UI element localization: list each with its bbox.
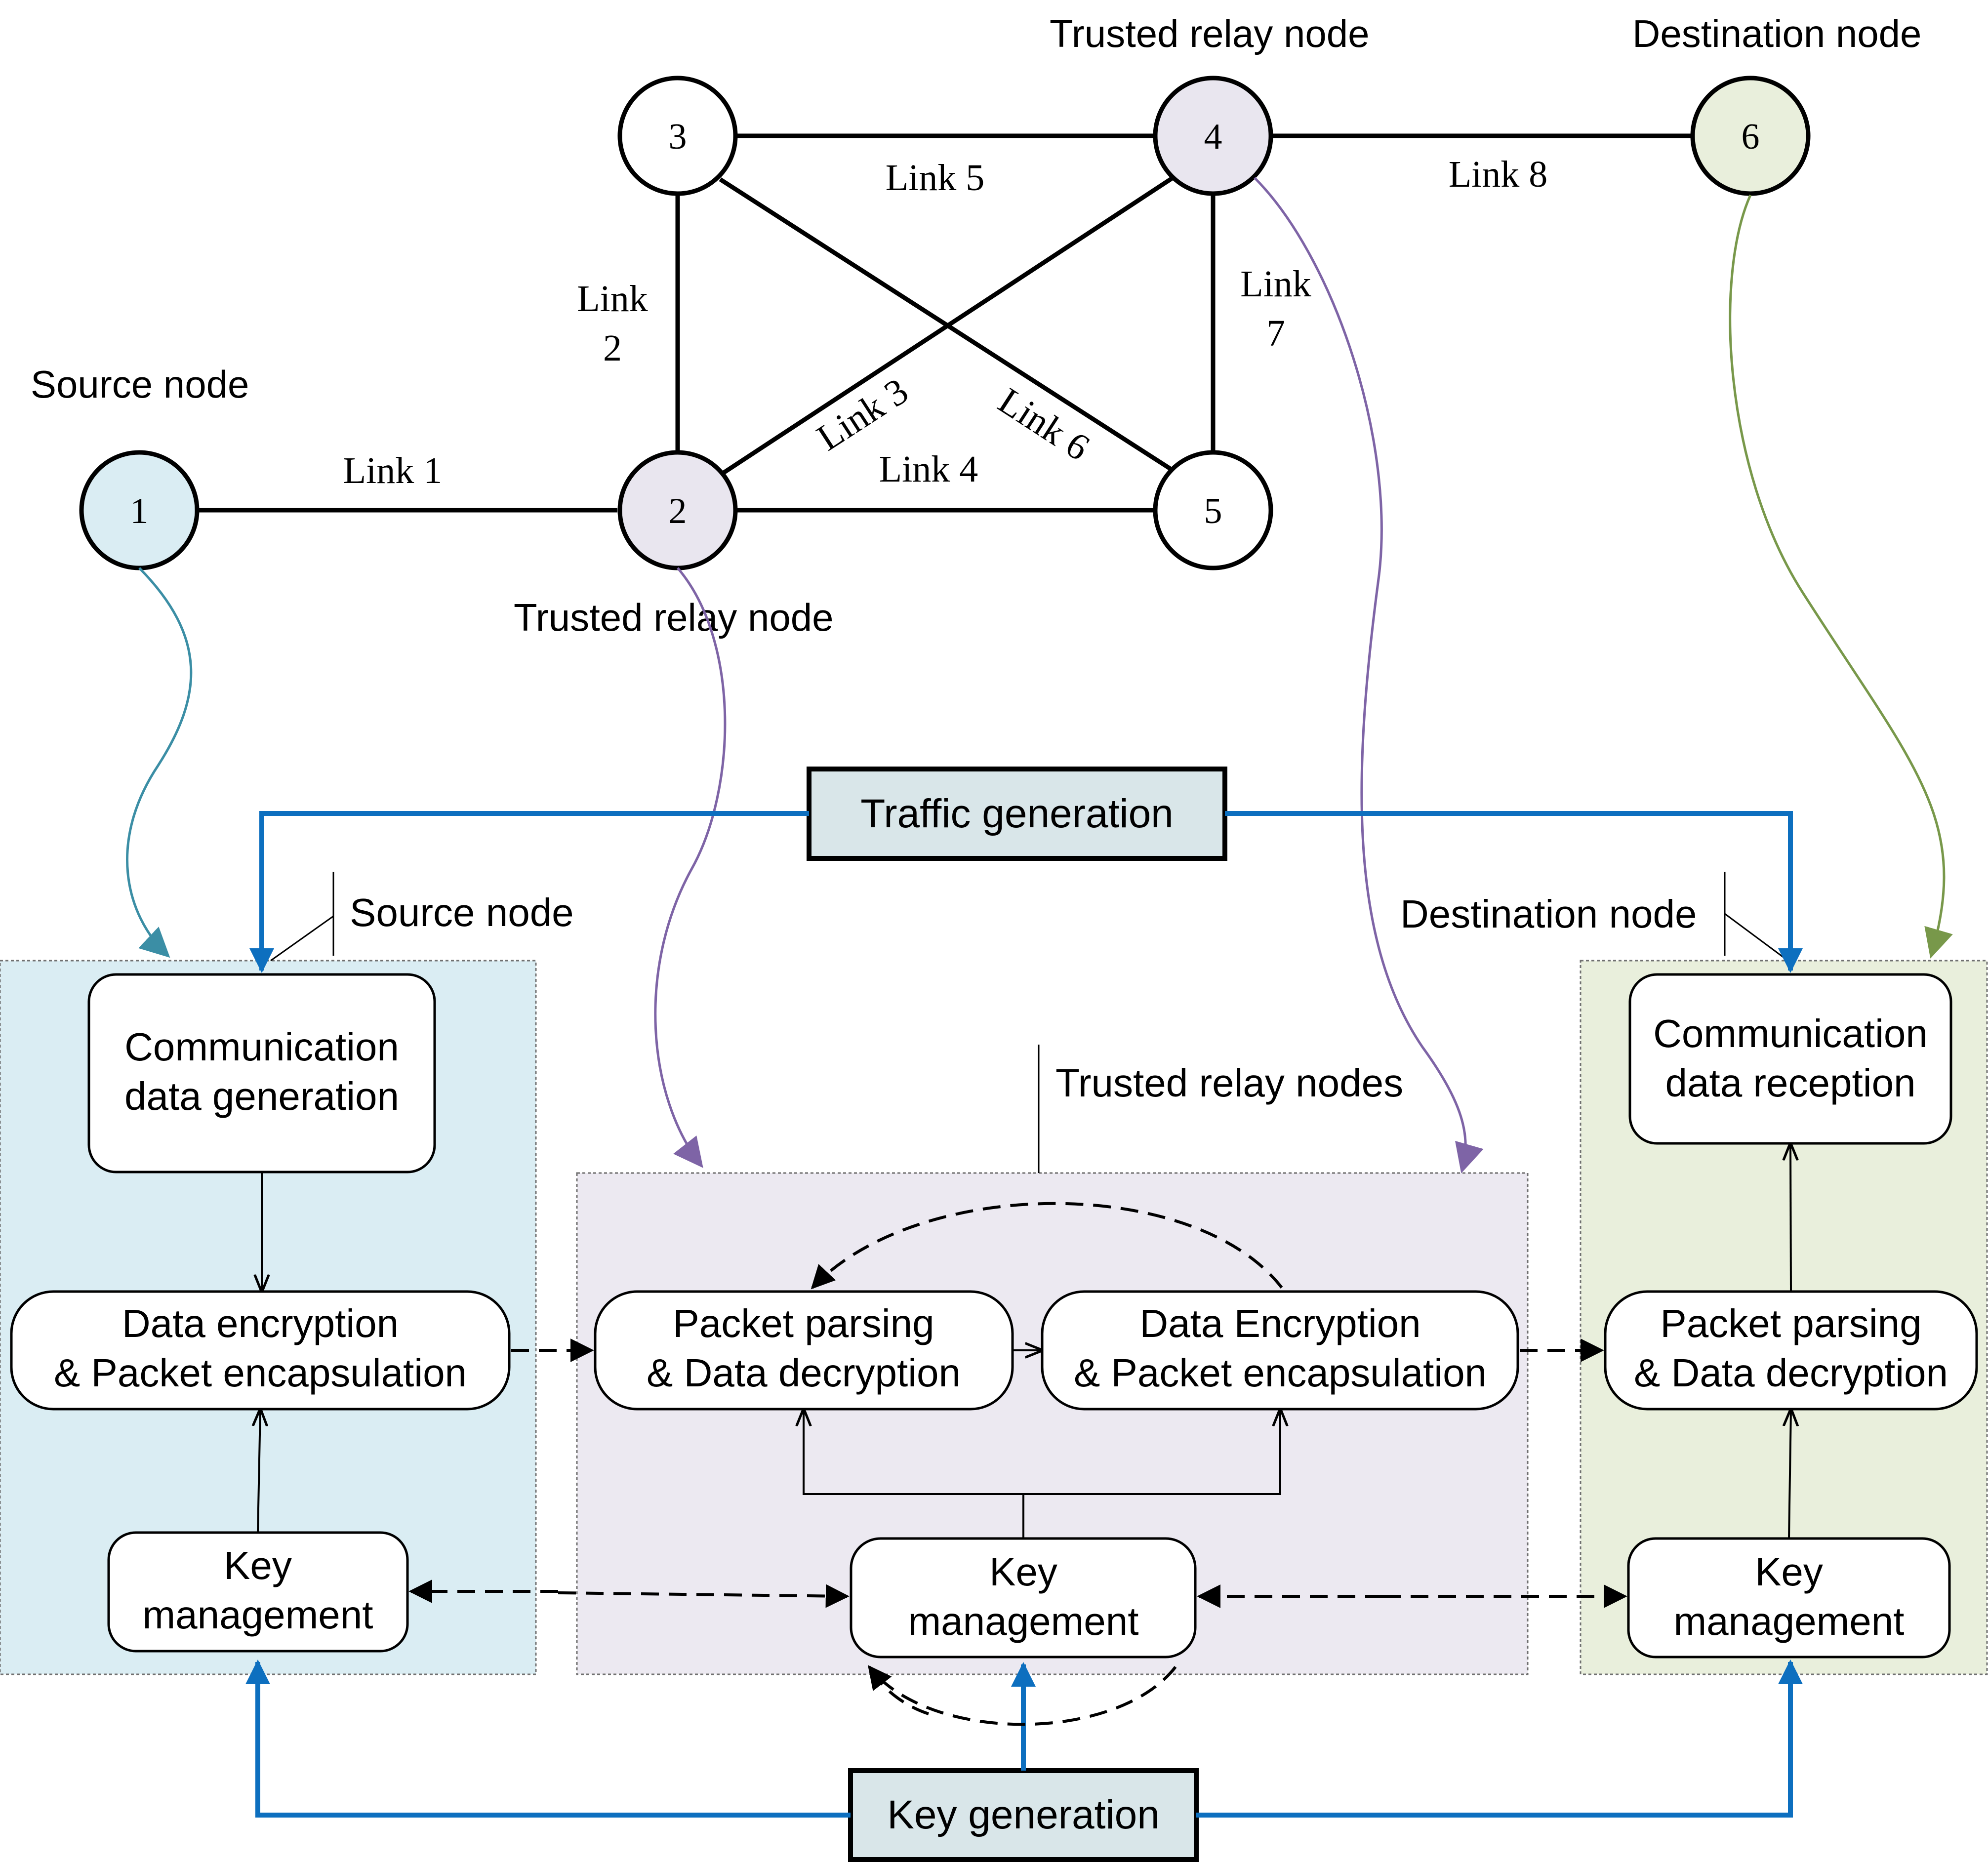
relay-region-label: Trusted relay nodes [1055,1061,1403,1105]
destination-comm-box[interactable] [1628,973,1952,1145]
key-generation-box[interactable] [848,1768,1199,1862]
relay-key-loop-arrow-start [870,1668,929,1715]
node-4-circle[interactable] [1153,76,1273,196]
source-enc-line1: Data encryption [122,1301,399,1345]
link-1-label: Link 1 [343,450,443,491]
node-5-circle[interactable] [1153,450,1273,570]
keygen-to-destination-arrow [1196,1660,1803,1818]
relay-node-2-caption: Trusted relay node [514,596,833,639]
keygen-to-source-arrow [245,1660,851,1818]
source-comm-line1: Communication [124,1025,399,1069]
link-6-line [719,177,1173,471]
destination-parse-line1: Packet parsing [1660,1301,1921,1345]
source-label-leader-d [270,915,334,962]
source-key-to-enc-arrow [258,1410,260,1533]
relay-key-to-enc-arrow [1023,1410,1280,1495]
process-boxes [10,973,1978,1659]
traffic-generation-box[interactable] [807,767,1227,861]
link-2-label-line1: Link [577,278,648,320]
source-comm-box[interactable] [87,973,436,1174]
source-region-label: Source node [350,891,574,934]
link-7-label-line2: 7 [1266,313,1285,354]
node-5-label: 5 [1204,491,1222,531]
relay-enc-line2: & Packet encapsulation [1074,1351,1487,1395]
relay-parse-line1: Packet parsing [673,1301,934,1345]
network-topology: 1 2 3 4 5 6 Link 1 Link 2 Link 3 Link 4 … [31,12,1921,639]
source-node-caption: Source node [31,363,249,406]
destination-region-label: Destination node [1400,892,1697,936]
key-generation-block[interactable]: Key generation [848,1768,1199,1862]
destination-key-line1: Key [1755,1550,1823,1594]
internal-flow-arrows [258,1144,1791,1539]
relay-enc-feedback-arrow [811,1202,1283,1290]
destination-comm-line1: Communication [1653,1012,1928,1055]
relay-key-loop-arrow [868,1665,1177,1726]
traffic-generation-label: Traffic generation [860,791,1174,836]
destination-key-to-parse-arrow [1789,1410,1791,1539]
destination-key-line2: management [1674,1599,1905,1643]
source-key-to-relay-key-arrow-b [558,1584,850,1608]
traffic-to-source-arrow [249,811,809,973]
relay-key-to-parse-arrow [804,1410,1023,1495]
source-enc-line2: & Packet encapsulation [54,1351,467,1395]
source-key-line1: Key [224,1543,292,1587]
node-6-label: 6 [1742,117,1760,157]
relay-2-curve [654,567,727,1168]
link-7-label-line1: Link [1240,263,1311,305]
relay-parse-line2: & Data decryption [647,1351,961,1395]
destination-parse-to-comm-arrow [1790,1144,1791,1292]
destination-node-caption: Destination node [1632,12,1921,55]
relay-node-4-caption: Trusted relay node [1050,12,1369,55]
link-3-line [716,175,1175,479]
node-3-circle[interactable] [617,76,738,196]
key-generation-label: Key generation [887,1792,1160,1837]
node-1-label: 1 [130,491,149,531]
relay-4-curve [1254,177,1484,1174]
source-key-line2: management [143,1593,373,1637]
link-5-label: Link 5 [886,157,985,199]
node-6-circle[interactable] [1690,76,1811,196]
destination-comm-line2: data reception [1665,1061,1915,1105]
link-4-label: Link 4 [879,448,978,490]
relay-enc-line1: Data Encryption [1139,1301,1420,1345]
source-curve [126,567,193,958]
node-to-block-curves [126,177,1953,1174]
link-6-label: Link 6 [991,380,1097,469]
traffic-to-destination-arrow [1225,811,1803,973]
node-4-label: 4 [1204,117,1222,157]
node-2-label: 2 [669,491,687,531]
link-8-label: Link 8 [1449,154,1548,195]
relay-key-line1: Key [989,1550,1057,1594]
node-3-label: 3 [669,117,687,157]
destination-parse-line2: & Data decryption [1634,1351,1948,1395]
destination-curve [1729,194,1953,959]
dashed-flow-arrows [408,1202,1627,1726]
distribution-arrows [245,811,1803,1818]
link-2-label-line2: 2 [603,327,622,369]
traffic-generation-block[interactable]: Traffic generation [807,767,1227,861]
source-comm-line2: data generation [124,1074,399,1118]
destination-label-leader-d [1724,913,1788,962]
relay-key-line2: management [908,1599,1139,1643]
